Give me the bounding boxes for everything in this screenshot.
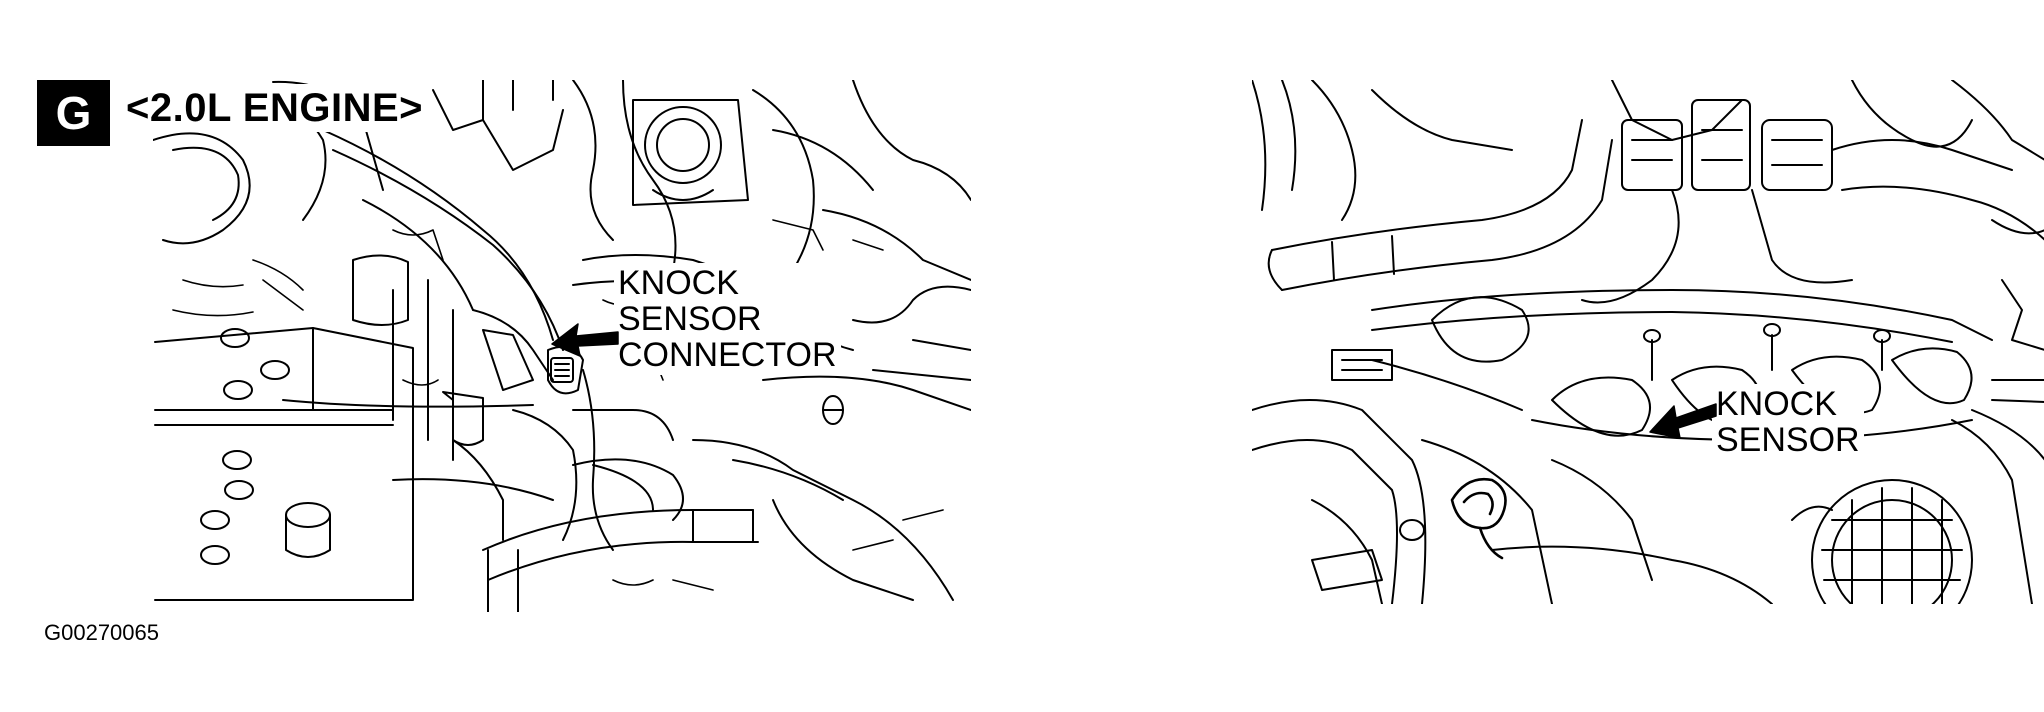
callout-line: KNOCK	[1716, 385, 1837, 423]
black-arrow-icon	[1649, 403, 1717, 439]
right-engine-illustration	[1252, 80, 2044, 604]
throttle-body-drawing	[632, 80, 971, 281]
battery-drawing	[154, 254, 534, 601]
engine-title: <2.0L ENGINE>	[124, 84, 430, 132]
detail-strokes-drawing	[172, 219, 944, 591]
right-tubes-drawing	[1951, 219, 2044, 604]
section-badge: G	[37, 80, 110, 146]
callout-line: SENSOR	[618, 300, 762, 338]
black-arrow-icon	[551, 323, 619, 357]
strut-tower-drawing	[692, 285, 971, 601]
lower-pipes-drawing	[1252, 399, 1773, 604]
alternator-drawing	[1791, 479, 1973, 604]
upper-hose-drawing	[1252, 80, 1613, 291]
knock-sensor-drawing	[1450, 477, 1507, 560]
knock-sensor-connector-label: KNOCK SENSOR CONNECTOR	[614, 263, 841, 375]
callout-line: KNOCK	[618, 264, 739, 302]
figure-id: G00270065	[44, 620, 159, 645]
harness-drawing	[1581, 80, 2044, 304]
left-engine-drawing	[153, 80, 971, 612]
callout-line: SENSOR	[1716, 421, 1860, 459]
hoses-drawing	[153, 80, 754, 351]
intake-pipe-drawing	[392, 458, 759, 612]
right-engine-drawing	[1252, 80, 2044, 604]
callout-line: CONNECTOR	[618, 336, 837, 374]
knock-sensor-label: KNOCK SENSOR	[1712, 384, 1864, 460]
